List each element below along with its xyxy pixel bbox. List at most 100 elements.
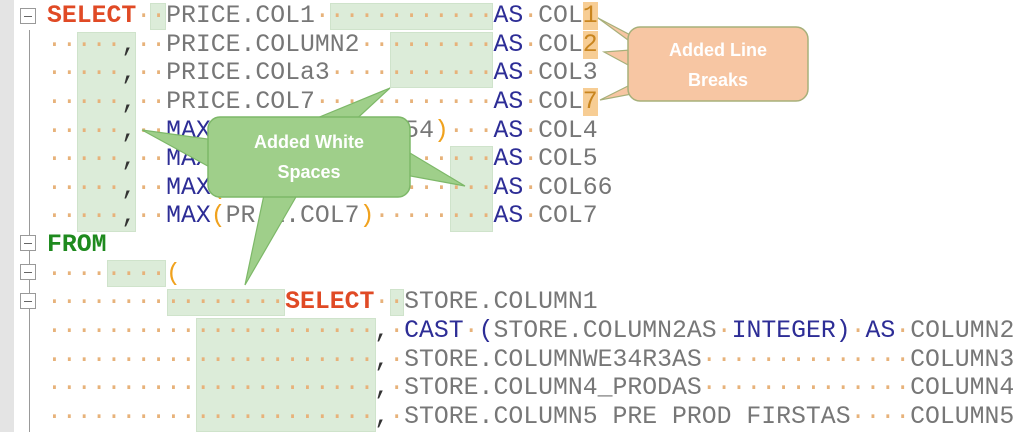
code-token: STORE.COLUMN1 bbox=[404, 288, 598, 317]
whitespace-marker: · bbox=[895, 317, 911, 346]
whitespace-highlight bbox=[167, 289, 285, 316]
whitespace-marker: ·· bbox=[136, 30, 167, 59]
whitespace-marker: ····· bbox=[47, 30, 122, 59]
code-token: AS bbox=[493, 59, 524, 88]
code-token: COL4 bbox=[538, 116, 598, 145]
whitespace-highlight bbox=[330, 3, 493, 30]
whitespace-marker: · bbox=[523, 59, 539, 88]
whitespace-marker: ····· bbox=[47, 145, 122, 174]
code-line[interactable]: SELECT··PRICE.COL1············AS·COL1 bbox=[47, 2, 1014, 31]
whitespace-highlight bbox=[450, 146, 493, 232]
code-line[interactable]: ······················,·STORE.COLUMN4_PR… bbox=[47, 374, 1014, 403]
fold-toggle-subquery[interactable] bbox=[20, 264, 36, 280]
sql-code-editor[interactable]: SELECT··PRICE.COL1············AS·COL1···… bbox=[47, 2, 1014, 432]
fold-toggle-from[interactable] bbox=[20, 235, 36, 251]
code-line[interactable]: ·····,··PRICE.COLUMN2·········AS·COL2 bbox=[47, 30, 1014, 60]
whitespace-marker: ················ bbox=[47, 288, 286, 317]
code-token: AS bbox=[493, 145, 524, 174]
code-token: COL bbox=[538, 87, 583, 116]
code-token: ) bbox=[433, 116, 449, 145]
fold-toggle-select[interactable] bbox=[20, 8, 36, 24]
whitespace-marker: ····· bbox=[47, 87, 122, 116]
whitespace-highlight bbox=[77, 32, 136, 232]
whitespace-marker: ·· bbox=[136, 173, 167, 202]
whitespace-marker: ········ bbox=[47, 259, 167, 288]
editor-gutter bbox=[0, 0, 14, 432]
whitespace-highlight bbox=[390, 32, 493, 88]
whitespace-marker: ··········· bbox=[329, 59, 494, 88]
whitespace-marker: · bbox=[523, 173, 539, 202]
callout-line-breaks: Added Line Breaks bbox=[628, 35, 808, 95]
code-line[interactable]: FROM bbox=[47, 231, 1014, 260]
whitespace-marker: ·· bbox=[136, 2, 167, 30]
whitespace-marker: ····· bbox=[47, 202, 122, 231]
whitespace-marker: ···· bbox=[850, 402, 911, 431]
code-token: AS bbox=[493, 116, 524, 145]
code-line[interactable]: ·····,··MAX( N154)···AS·COL4 bbox=[47, 117, 1014, 146]
code-line[interactable]: ·····,··MAX( ······AS·COL66 bbox=[47, 174, 1014, 203]
fold-toggle-inner-select[interactable] bbox=[20, 293, 36, 309]
whitespace-marker: ······················ bbox=[47, 317, 375, 346]
code-token: COL bbox=[538, 2, 583, 30]
code-token: STORE.COLUMNWE34R3AS bbox=[404, 345, 702, 374]
whitespace-marker: ·· bbox=[136, 87, 167, 116]
code-token: MAX bbox=[166, 173, 211, 202]
fold-guide-line bbox=[29, 30, 30, 432]
code-token: ) bbox=[359, 202, 375, 231]
code-line[interactable]: ················SELECT··STORE.COLUMN1 bbox=[47, 288, 1014, 317]
code-token: MAX bbox=[166, 202, 211, 231]
code-token: AS bbox=[865, 317, 896, 346]
code-token: 7 bbox=[582, 87, 598, 116]
whitespace-marker: · bbox=[523, 2, 539, 30]
code-token: STORE.COLUMN2AS bbox=[493, 317, 717, 346]
whitespace-marker: · bbox=[389, 317, 405, 346]
code-line[interactable]: ·····,··PRICE.COLa3···········AS·COL3 bbox=[47, 59, 1014, 88]
whitespace-marker: · bbox=[523, 145, 539, 174]
whitespace-marker: ············ bbox=[314, 2, 494, 30]
code-token: , bbox=[374, 345, 390, 374]
code-token: COLUMN4 bbox=[910, 374, 1015, 403]
code-token: COL5 bbox=[538, 145, 598, 174]
code-token: COL bbox=[538, 30, 583, 59]
code-line[interactable]: ········( bbox=[47, 260, 1014, 289]
code-token: PRICE.COL1 bbox=[166, 2, 315, 30]
code-token: 2 bbox=[582, 30, 598, 59]
callout-text: Breaks bbox=[687, 70, 749, 90]
code-token: CAST bbox=[404, 317, 464, 346]
code-token: SELECT bbox=[285, 288, 375, 317]
callout-line-breaks-shape bbox=[597, 17, 809, 102]
whitespace-marker: ·············· bbox=[701, 345, 911, 374]
whitespace-marker: ········· bbox=[359, 30, 494, 59]
code-token: ) bbox=[835, 317, 851, 346]
whitespace-marker: ·· bbox=[374, 288, 405, 317]
code-line[interactable]: ······················,·STORE.COLUMN5 PR… bbox=[47, 403, 1014, 432]
code-token: ( bbox=[210, 202, 226, 231]
whitespace-marker: · bbox=[523, 87, 539, 116]
code-line[interactable]: ·····,··PRICE.COL7············AS·COL7 bbox=[47, 87, 1014, 117]
whitespace-highlight bbox=[390, 289, 404, 316]
whitespace-marker: · bbox=[389, 345, 405, 374]
code-line[interactable]: ······················,·CAST·(STORE.COLU… bbox=[47, 317, 1014, 346]
whitespace-marker: · bbox=[389, 402, 405, 431]
code-line[interactable]: ······················,·STORE.COLUMNWE34… bbox=[47, 346, 1014, 375]
code-token: , bbox=[121, 59, 137, 88]
callout-text: Added White bbox=[254, 132, 364, 152]
whitespace-highlight bbox=[150, 3, 166, 30]
whitespace-marker: ······················ bbox=[47, 345, 375, 374]
whitespace-marker: · bbox=[523, 116, 539, 145]
callout-text: Spaces bbox=[277, 162, 341, 182]
code-token: , bbox=[374, 374, 390, 403]
whitespace-marker: ··· bbox=[448, 116, 494, 145]
code-token: 1 bbox=[582, 2, 598, 30]
code-token: COL3 bbox=[538, 59, 598, 88]
code-token: AS bbox=[493, 2, 524, 30]
code-token: STORE.COLUMN4_PRODAS bbox=[404, 374, 702, 403]
whitespace-marker: ····· bbox=[47, 116, 122, 145]
whitespace-marker: ····· bbox=[47, 59, 122, 88]
code-token: ( bbox=[478, 317, 494, 346]
code-line[interactable]: ·····,··MAX(PR E.COL7)········AS·COL7 bbox=[47, 202, 1014, 231]
whitespace-marker: ······················ bbox=[47, 402, 375, 431]
code-token: AS bbox=[493, 87, 524, 116]
code-token: INTEGER bbox=[731, 317, 836, 346]
